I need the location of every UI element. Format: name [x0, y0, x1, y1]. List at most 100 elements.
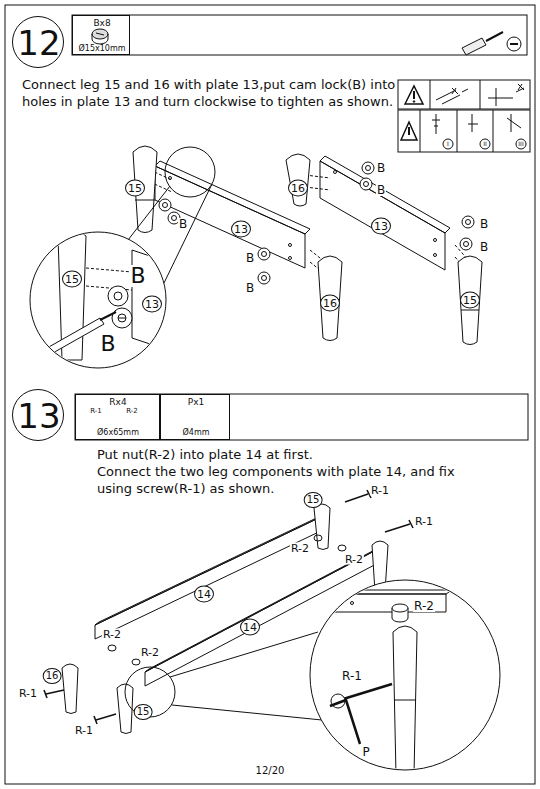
- warning-panel-stroke: [420, 110, 421, 152]
- header-box-stroke: [72, 15, 527, 55]
- leg: [133, 146, 482, 345]
- screwdriver-icon-stroke: [507, 37, 521, 51]
- cam-lock-stroke: [464, 242, 469, 247]
- detail-view-stroke: [351, 602, 354, 605]
- detail-view-stroke: [112, 308, 132, 328]
- instruction-text: Put nut(R-2) into plate 14 at first.: [97, 446, 457, 463]
- warning-panel-stroke: [452, 84, 524, 94]
- callout-label: I: [446, 141, 450, 147]
- warning-panel-stroke: [432, 114, 521, 134]
- detail-view-stroke: [330, 700, 360, 744]
- step-number-circle: 13: [12, 389, 64, 441]
- parts-text: Bx8: [93, 19, 110, 28]
- nut-r2-stroke: [108, 645, 116, 651]
- plate-13-stroke: [320, 156, 450, 270]
- cam-lock-stroke: [462, 216, 474, 228]
- detail-view-stroke: [310, 590, 452, 612]
- part-number: 13: [231, 221, 251, 238]
- cam-lock-icon-stroke: [96, 33, 104, 35]
- screw-r1-stroke: [385, 524, 410, 532]
- page-frame: [5, 5, 535, 784]
- magnifier-leader-stroke: [30, 232, 166, 368]
- parts-text: R-2: [126, 408, 138, 415]
- plate-13-stroke: [334, 171, 337, 174]
- callout-label: B: [376, 184, 386, 196]
- callout-label: R-1: [18, 688, 38, 699]
- cam-lock-stroke: [258, 272, 270, 284]
- cam-lock: [159, 162, 474, 284]
- callout-label: B: [245, 252, 255, 264]
- cam-lock-icon-stroke: [92, 34, 108, 44]
- warning-panel-stroke: [408, 127, 410, 135]
- header-box-stroke: [75, 394, 528, 440]
- page-frame-stroke: [5, 5, 535, 784]
- callout-label: 12/20: [255, 766, 286, 776]
- nut-r2-stroke: [314, 535, 322, 541]
- screw-r1-stroke: [345, 494, 368, 502]
- callout-label: R-1: [341, 670, 363, 682]
- magnifier-leader-stroke: [164, 184, 212, 283]
- warning-panel-stroke: [457, 110, 458, 152]
- detail-view-stroke: [40, 318, 104, 358]
- plate-14-stroke: [95, 512, 329, 639]
- warning-panel-stroke: [430, 80, 431, 109]
- callout-label: B: [245, 282, 255, 294]
- leg-stroke: [135, 200, 155, 201]
- callout-label: R-2: [290, 543, 310, 554]
- part-number: 16: [320, 295, 340, 312]
- leg-stroke: [286, 154, 310, 206]
- part-number: 16: [43, 668, 62, 684]
- callout-label: B: [99, 333, 116, 355]
- cam-lock-stroke: [364, 182, 369, 187]
- warning-panel-stroke: [436, 89, 468, 104]
- cam-lock-stroke: [362, 162, 374, 174]
- cam-lock-stroke: [172, 216, 177, 221]
- leg-stroke: [314, 504, 330, 550]
- detail-view: [40, 229, 168, 360]
- screwdriver-icon-stroke: [462, 38, 486, 55]
- part-number: 15: [125, 180, 145, 197]
- callout-label: R-1: [414, 516, 434, 527]
- cam-lock-stroke: [262, 276, 267, 281]
- parts-cell: Px1Ø4mm: [160, 394, 230, 440]
- callout-label: B: [479, 218, 489, 230]
- screw-r1-stroke: [94, 716, 97, 724]
- callout-label: R-2: [140, 647, 160, 658]
- dowel-pin-stroke: [150, 170, 470, 274]
- parts-text: Ø15x10mm: [79, 45, 126, 53]
- magnifier-leader: [30, 147, 215, 368]
- cam-lock-stroke: [460, 238, 472, 250]
- warning-panel-stroke: [443, 139, 453, 149]
- parts-cell: Rx4R-1R-2Ø6x65mm: [75, 394, 160, 440]
- cam-lock-icon: [92, 29, 108, 44]
- screw-r1-stroke: [409, 520, 413, 528]
- callout-label: R-1: [370, 485, 390, 496]
- plate-13-stroke: [434, 239, 437, 242]
- part-number: 13: [371, 218, 391, 235]
- parts-cell: Bx8Ø15x10mm: [72, 15, 130, 55]
- screw-r1-stroke: [96, 714, 116, 720]
- plate-13-stroke: [289, 257, 292, 260]
- nut-r2: [108, 535, 346, 665]
- parts-text: Ø6x65mm: [97, 429, 139, 437]
- instruction-text: Connect the two leg components with plat…: [97, 463, 457, 497]
- detail-view: [310, 590, 452, 775]
- warning-panel-stroke: [413, 91, 415, 99]
- screw-r1-stroke: [44, 690, 47, 698]
- callout-label: P: [361, 746, 370, 758]
- warning-panel-stroke: [516, 139, 526, 149]
- detail-view-stroke: [392, 604, 408, 612]
- detail-view-stroke: [393, 626, 417, 775]
- callout-label: R-1: [74, 725, 94, 736]
- nut-r2-stroke: [132, 659, 140, 665]
- magnifier-leader-stroke: [165, 147, 215, 197]
- callout-label: R-2: [102, 629, 122, 640]
- parts-text: Px1: [188, 398, 204, 407]
- plate-13-stroke: [434, 254, 437, 257]
- leg-stroke: [318, 256, 342, 341]
- step-number: 13: [17, 399, 60, 433]
- part-number: 16: [288, 180, 308, 197]
- part-number: 14: [194, 586, 214, 603]
- warning-panel-stroke: [488, 88, 524, 106]
- detail-view-stroke: [340, 684, 392, 700]
